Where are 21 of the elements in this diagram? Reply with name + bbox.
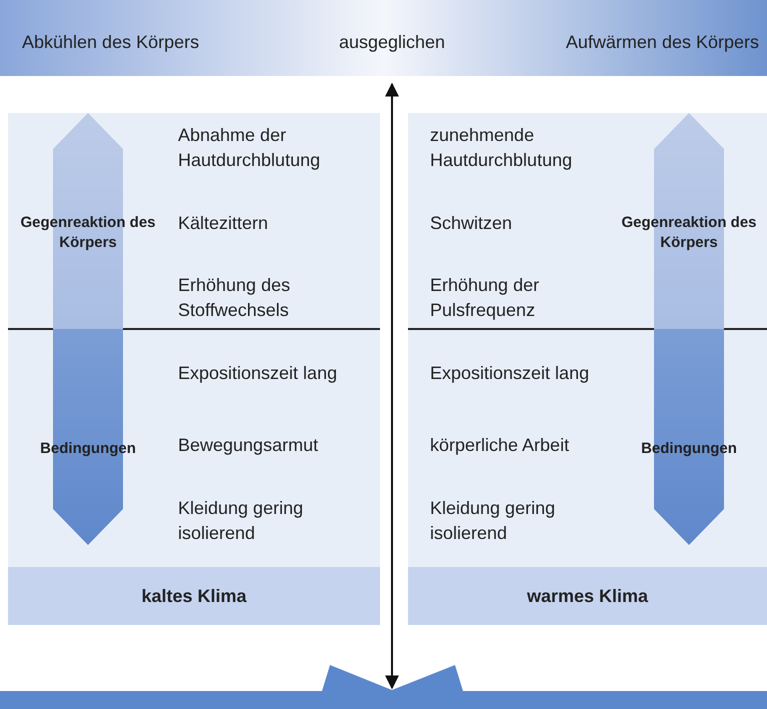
list-item: körperliche Arbeit xyxy=(430,434,570,457)
list-item: Bewegungsarmut xyxy=(178,434,320,457)
climate-band: warmes Klima xyxy=(408,567,767,625)
list-item: Kleidung gering isolierend xyxy=(430,497,556,545)
list-item: Kältezittern xyxy=(178,212,270,235)
arrow-label: Gegenreaktion des Körpers xyxy=(620,213,758,253)
list-item: Erhöhung der Pulsfrequenz xyxy=(430,274,540,322)
list-item: Expositionszeit lang xyxy=(430,362,590,385)
scale-label: Aufwärmen des Körpers xyxy=(566,31,759,53)
header-band xyxy=(0,0,767,76)
arrow-label: Gegenreaktion des Körpers xyxy=(19,213,157,253)
panel xyxy=(8,113,380,625)
list-item: Kleidung gering isolierend xyxy=(178,497,304,545)
scale-label: ausgeglichen xyxy=(338,31,446,53)
panel xyxy=(408,113,767,625)
list-item: Erhöhung des Stoffwechsels xyxy=(178,274,292,322)
climate-band: kaltes Klima xyxy=(8,567,380,625)
list-item: zunehmende Hautdurchblutung xyxy=(430,124,574,172)
scale-label: Abkühlen des Körpers xyxy=(22,31,200,53)
list-item: Expositionszeit lang xyxy=(178,362,338,385)
list-item: Abnahme der Hautdurchblutung xyxy=(178,124,322,172)
